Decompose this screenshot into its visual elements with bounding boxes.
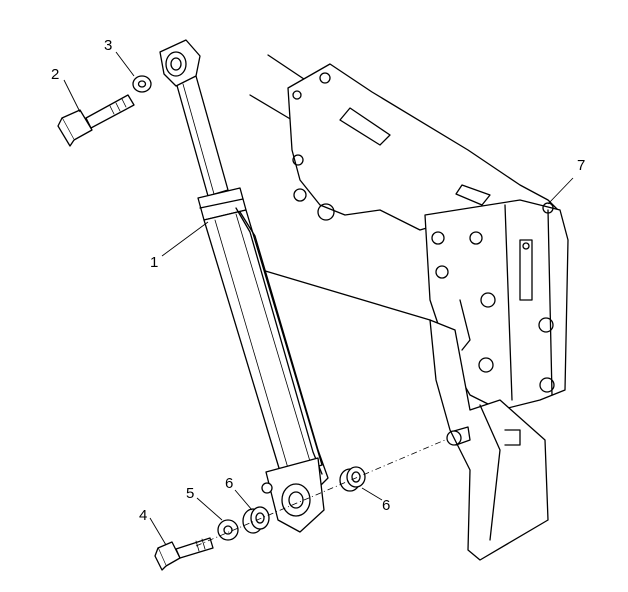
callout-7: 7 [577,157,586,174]
frame-bracket [249,54,569,561]
callout-5: 5 [186,485,195,502]
callout-3: 3 [104,37,113,54]
callout-1: 1 [150,254,159,271]
pin-axis-line [195,439,446,547]
bushing-left [242,506,270,534]
callout-6-left: 6 [225,475,234,492]
callout-6-right: 6 [382,497,391,514]
leader-lines [63,51,574,546]
lower-washer [217,519,239,541]
bushing-right [339,466,366,492]
upper-bolt [57,94,135,147]
upper-washer [132,75,152,93]
callout-2: 2 [51,66,60,83]
hydraulic-cylinder [159,39,329,533]
lower-bolt [154,537,214,571]
callout-4: 4 [139,507,148,524]
